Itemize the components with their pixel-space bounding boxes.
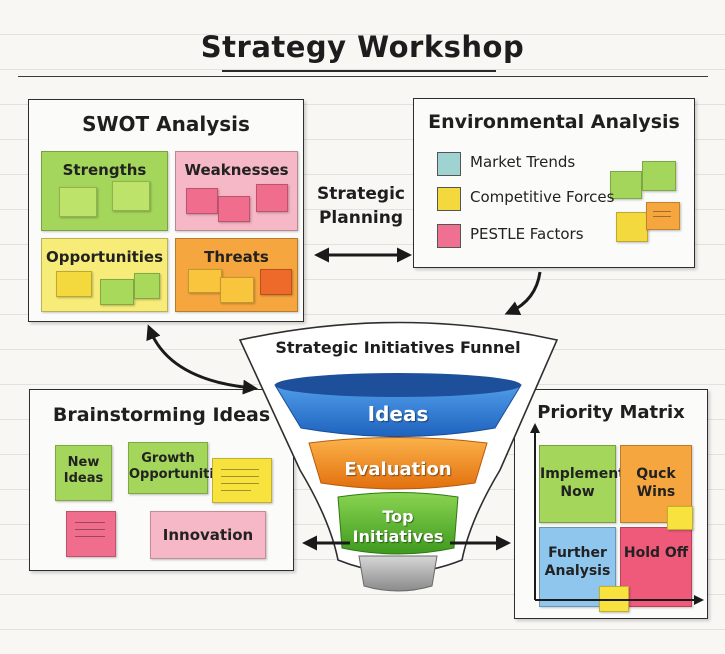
funnel-top-rim bbox=[275, 373, 521, 397]
funnel-label-ideas: Ideas bbox=[300, 402, 496, 426]
funnel-label-top-initiatives: Top Initiatives bbox=[345, 507, 451, 547]
arrow-environmental-funnel bbox=[510, 272, 540, 312]
funnel-label-evaluation: Evaluation bbox=[310, 459, 486, 480]
funnel-spout bbox=[359, 556, 437, 591]
arrow-swot-funnel bbox=[150, 330, 252, 388]
funnel-title: Strategic Initiatives Funnel bbox=[255, 338, 541, 357]
